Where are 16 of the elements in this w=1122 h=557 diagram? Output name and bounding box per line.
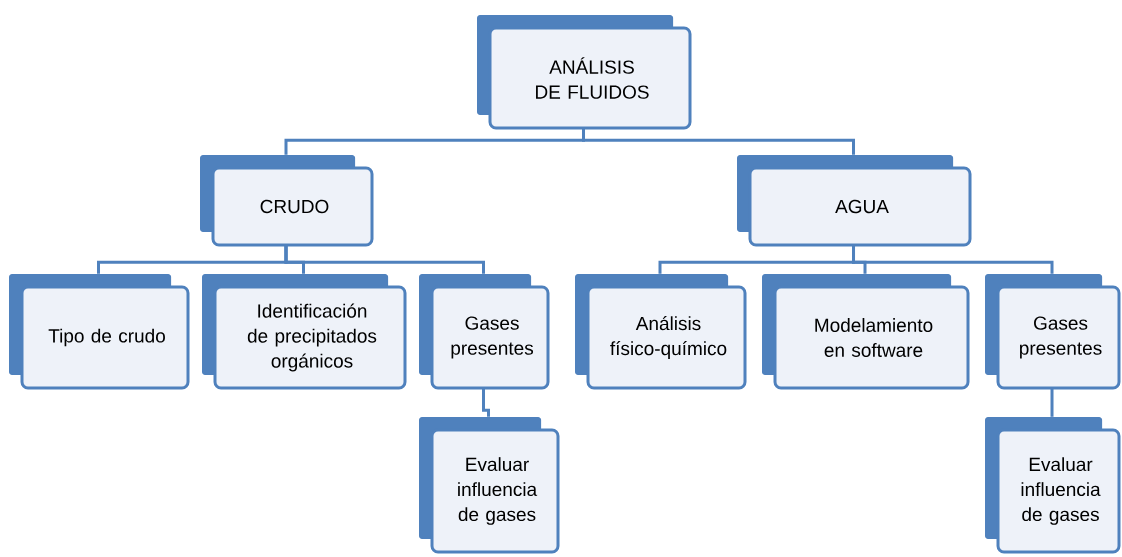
connector [852, 245, 1054, 274]
connector [284, 245, 485, 274]
box: Gases presentes [419, 274, 550, 390]
box: Gases presentes [985, 274, 1121, 390]
box: AGUA [737, 155, 972, 247]
connector [582, 128, 855, 155]
box: CRUDO [200, 155, 374, 247]
box: ANÁLISIS DE FLUIDOS [477, 15, 692, 130]
box: Modelamiento en software [762, 274, 970, 390]
connector [1050, 388, 1054, 417]
box: Identificación de precipitados orgánicos [202, 274, 407, 390]
box: Evaluar influencia de gases [985, 417, 1121, 554]
box: Evaluar influencia de gases [419, 417, 560, 554]
connector [482, 388, 490, 417]
box: Análisis físico-químico [575, 274, 747, 390]
box: Tipo de crudo [9, 274, 190, 390]
